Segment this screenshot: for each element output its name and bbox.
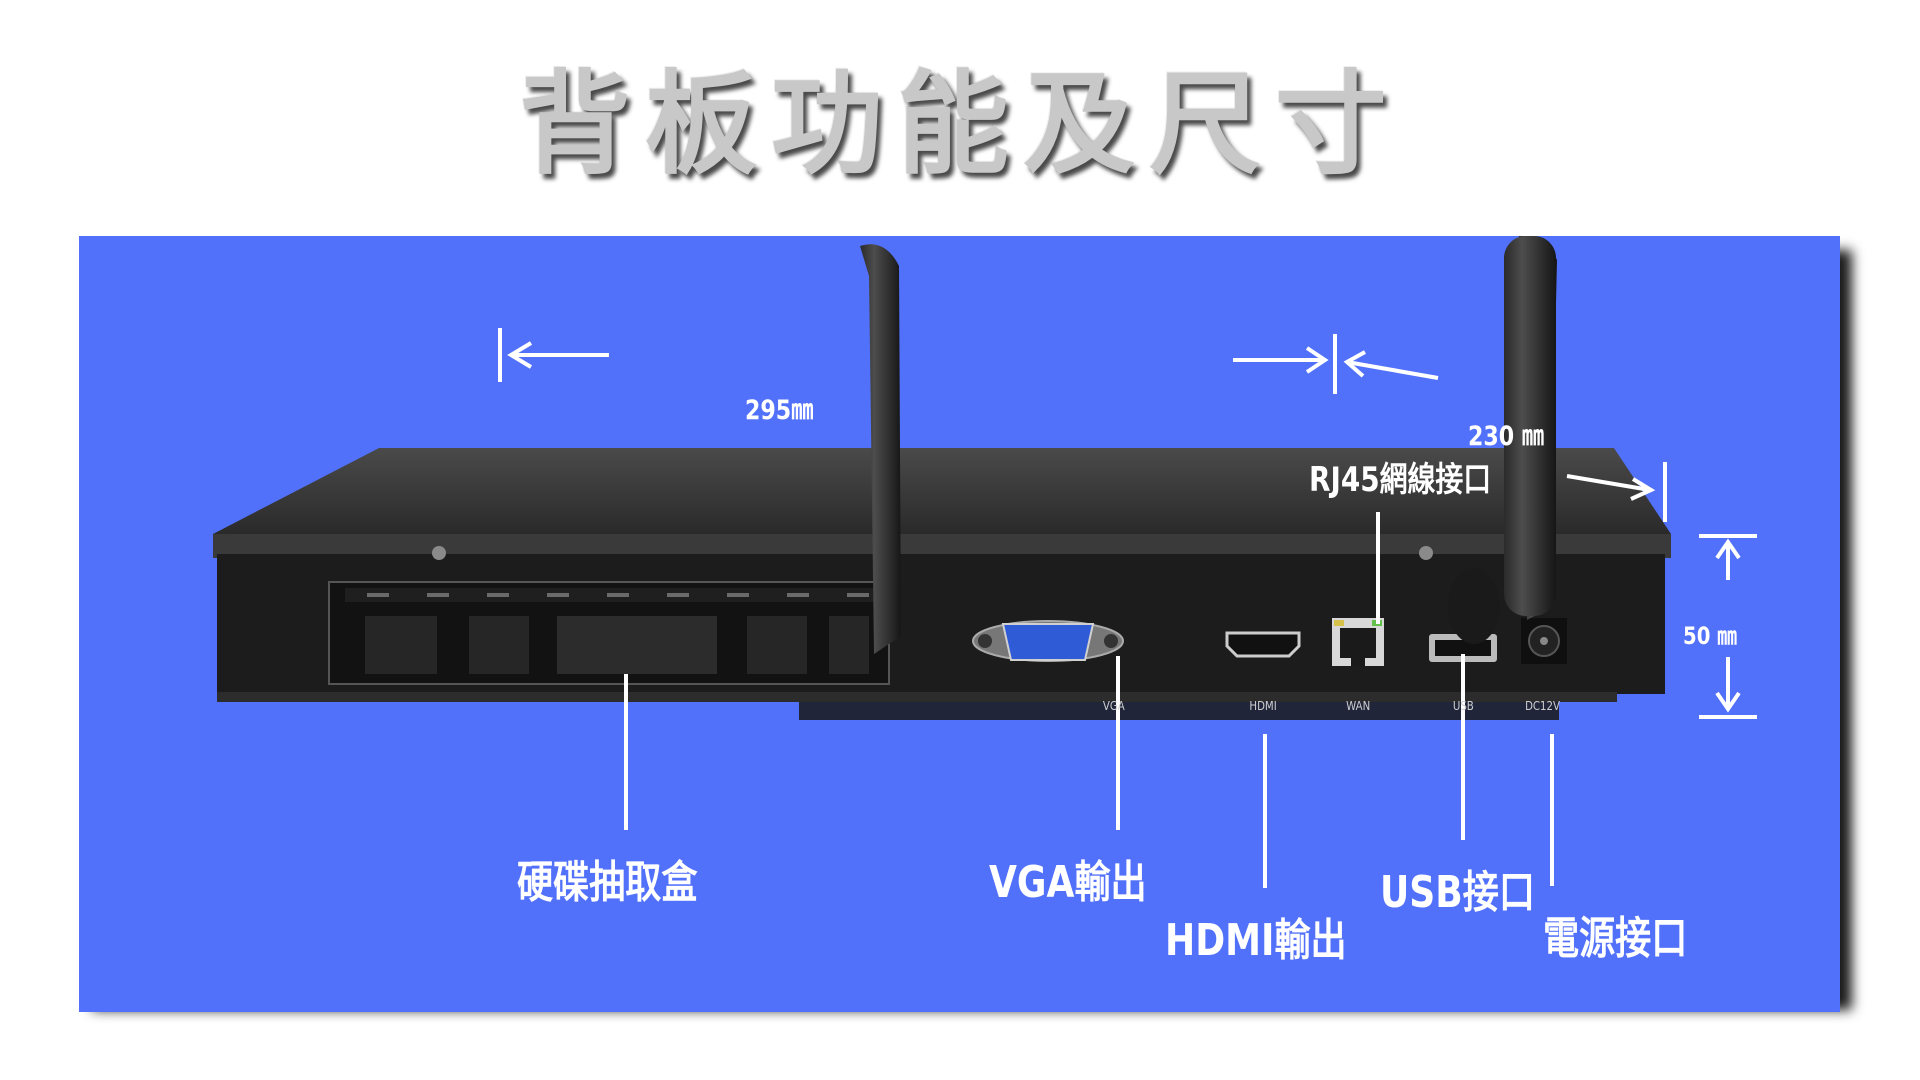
dc-power-port <box>1521 618 1567 664</box>
port-label-usb: USB <box>1452 699 1474 713</box>
port-label-hdmi: HDMI <box>1249 699 1277 713</box>
width-label: 295㎜ <box>745 395 814 426</box>
rj45-port <box>1332 618 1384 666</box>
hdd-tray <box>328 581 890 685</box>
hdd-tray-callout: 硬碟抽取盒 <box>517 857 698 908</box>
callout-lines <box>624 512 1554 888</box>
screw-icon <box>1419 546 1433 560</box>
port-label-vga: VGA <box>1102 699 1125 713</box>
port-label-dc: DC12V <box>1525 699 1561 713</box>
hdmi-port <box>1225 631 1301 658</box>
port-label-wan: WAN <box>1346 699 1371 713</box>
vga-port <box>972 620 1124 662</box>
page-title: 背板功能及尺寸 <box>519 60 1401 190</box>
screw-icon <box>432 546 446 560</box>
depth-label: 230 ㎜ <box>1468 421 1545 452</box>
vga-callout: VGA輸出 <box>989 857 1147 908</box>
usb-callout: USB接口 <box>1380 867 1535 918</box>
power-callout: 電源接口 <box>1543 913 1688 964</box>
rj45-callout: RJ45網線接口 <box>1309 460 1492 500</box>
device-illustration <box>213 236 1757 888</box>
antenna-left <box>860 244 901 654</box>
height-label: 50 ㎜ <box>1683 622 1737 650</box>
depth-dimension <box>1233 334 1667 522</box>
device-top <box>213 448 1671 534</box>
product-panel: VGA HDMI WAN USB DC12V 295㎜ 230 ㎜ 50 ㎜ R… <box>79 236 1840 1012</box>
hdmi-callout: HDMI輸出 <box>1165 915 1347 966</box>
width-dimension <box>498 328 609 382</box>
height-dimension <box>1699 534 1757 719</box>
